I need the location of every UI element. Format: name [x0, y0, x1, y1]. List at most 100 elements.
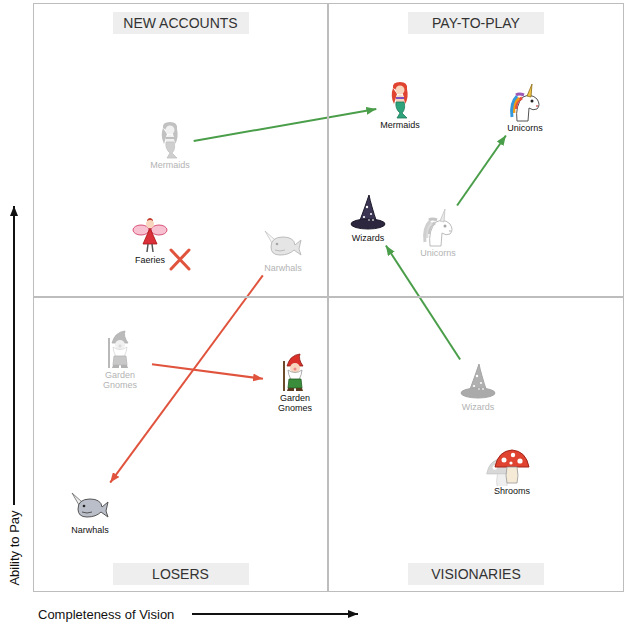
gnome-icon [100, 330, 140, 370]
icon-part [275, 250, 285, 251]
icon-part [82, 512, 92, 513]
icon-part [536, 105, 538, 107]
icon-part [430, 220, 452, 246]
quadrant-region: PAY-TO-PLAYMermaidsUnicornsWizardsUnicor… [328, 3, 624, 297]
quadrant-label: NEW ACCOUNTS [113, 12, 249, 34]
icon-part [511, 453, 515, 457]
item-caption: Mermaids [379, 120, 421, 130]
axis-label: Ability to Pay [7, 510, 22, 585]
icon-part [482, 388, 484, 390]
item-caption: Narwhals [70, 525, 110, 535]
icon-part [370, 213, 372, 215]
unicorn-icon [505, 83, 545, 123]
cross-stroke [171, 250, 189, 269]
icon-part [473, 385, 475, 387]
icon-part [133, 225, 149, 235]
unicorn-icon [418, 208, 458, 248]
previous-position-item: Mermaids [149, 120, 191, 170]
previous-position-item: Wizards [458, 362, 498, 412]
item-caption: Wizards [351, 233, 386, 243]
wizard-icon [348, 193, 388, 233]
narwhal-icon [70, 485, 110, 525]
icon-part [396, 97, 404, 99]
icon-part [527, 84, 532, 97]
icon-part [166, 142, 177, 158]
quadrant-label: LOSERS [113, 563, 249, 585]
icon-part [166, 137, 174, 139]
icon-part [476, 375, 478, 377]
icon-part [516, 94, 524, 95]
icon-part [119, 345, 122, 348]
item-caption: Unicorns [419, 248, 457, 258]
shroom-icon [492, 446, 532, 486]
icon-part [531, 100, 534, 103]
icon-part [495, 450, 529, 467]
icon-part [108, 338, 110, 368]
icon-part [351, 219, 385, 229]
quadrant-label: PAY-TO-PLAY [408, 12, 544, 34]
previous-position-item: Garden Gnomes [91, 330, 149, 390]
icon-part [276, 243, 279, 246]
icon-part [113, 356, 127, 365]
category-item: Shrooms [492, 446, 532, 496]
icon-part [444, 225, 447, 228]
icon-part [480, 382, 482, 384]
icon-part [449, 230, 451, 232]
cross-mark [171, 250, 189, 269]
axis-label: Completeness of Vision [38, 607, 174, 622]
category-item: Narwhals [70, 485, 110, 535]
icon-part [506, 467, 518, 483]
icon-part [440, 209, 445, 222]
category-item: Unicorns [505, 83, 545, 133]
item-caption: Narwhals [263, 263, 303, 273]
icon-part [509, 461, 512, 464]
axis-arrow [192, 613, 358, 615]
category-item: Garden Gnomes [266, 353, 324, 413]
item-caption: Unicorns [506, 123, 544, 133]
icon-part [283, 361, 285, 391]
movement-arrow [194, 109, 377, 141]
icon-part [461, 388, 495, 398]
quadrant-label: VISIONARIES [408, 563, 544, 585]
quadrant-region: LOSERSGarden GnomesGarden GnomesNarwhals [33, 297, 328, 592]
mermaid-icon [380, 80, 420, 120]
icon-part [294, 368, 297, 371]
icon-part [368, 219, 370, 221]
icon-part [396, 102, 407, 118]
icon-part [363, 216, 365, 218]
icon-part [165, 126, 174, 135]
axis-arrow [13, 206, 15, 505]
movement-arrow [152, 364, 263, 379]
icon-part [517, 458, 522, 463]
item-caption: Faeries [134, 255, 166, 265]
movement-arrow [457, 136, 506, 206]
item-caption: Garden Gnomes [266, 393, 324, 413]
wizard-icon [458, 362, 498, 402]
icon-part [151, 225, 167, 235]
icon-part [502, 458, 507, 463]
icon-part [517, 95, 539, 121]
icon-part [143, 228, 157, 244]
item-caption: Shrooms [493, 486, 531, 496]
item-caption: Wizards [461, 402, 496, 412]
previous-position-item: Unicorns [418, 208, 458, 258]
faerie-icon [130, 215, 170, 255]
cross-stroke [171, 250, 189, 269]
previous-position-item: Narwhals [263, 223, 303, 273]
quadrant-region: NEW ACCOUNTS MermaidsFaeriesNarwhals [33, 3, 328, 297]
icon-part [395, 86, 404, 95]
icon-part [366, 206, 368, 208]
icon-part [78, 499, 108, 517]
narwhal-icon [263, 223, 303, 263]
movement-arrow [386, 246, 460, 360]
item-caption: Garden Gnomes [91, 370, 149, 390]
icon-part [83, 505, 86, 508]
icon-part [271, 237, 301, 255]
mermaid-icon [150, 120, 190, 160]
icon-part [425, 221, 430, 242]
icon-part [288, 379, 302, 388]
icon-part [429, 219, 437, 220]
category-item: Faeries [130, 215, 170, 265]
icon-part [112, 365, 128, 368]
icon-part [372, 219, 374, 221]
